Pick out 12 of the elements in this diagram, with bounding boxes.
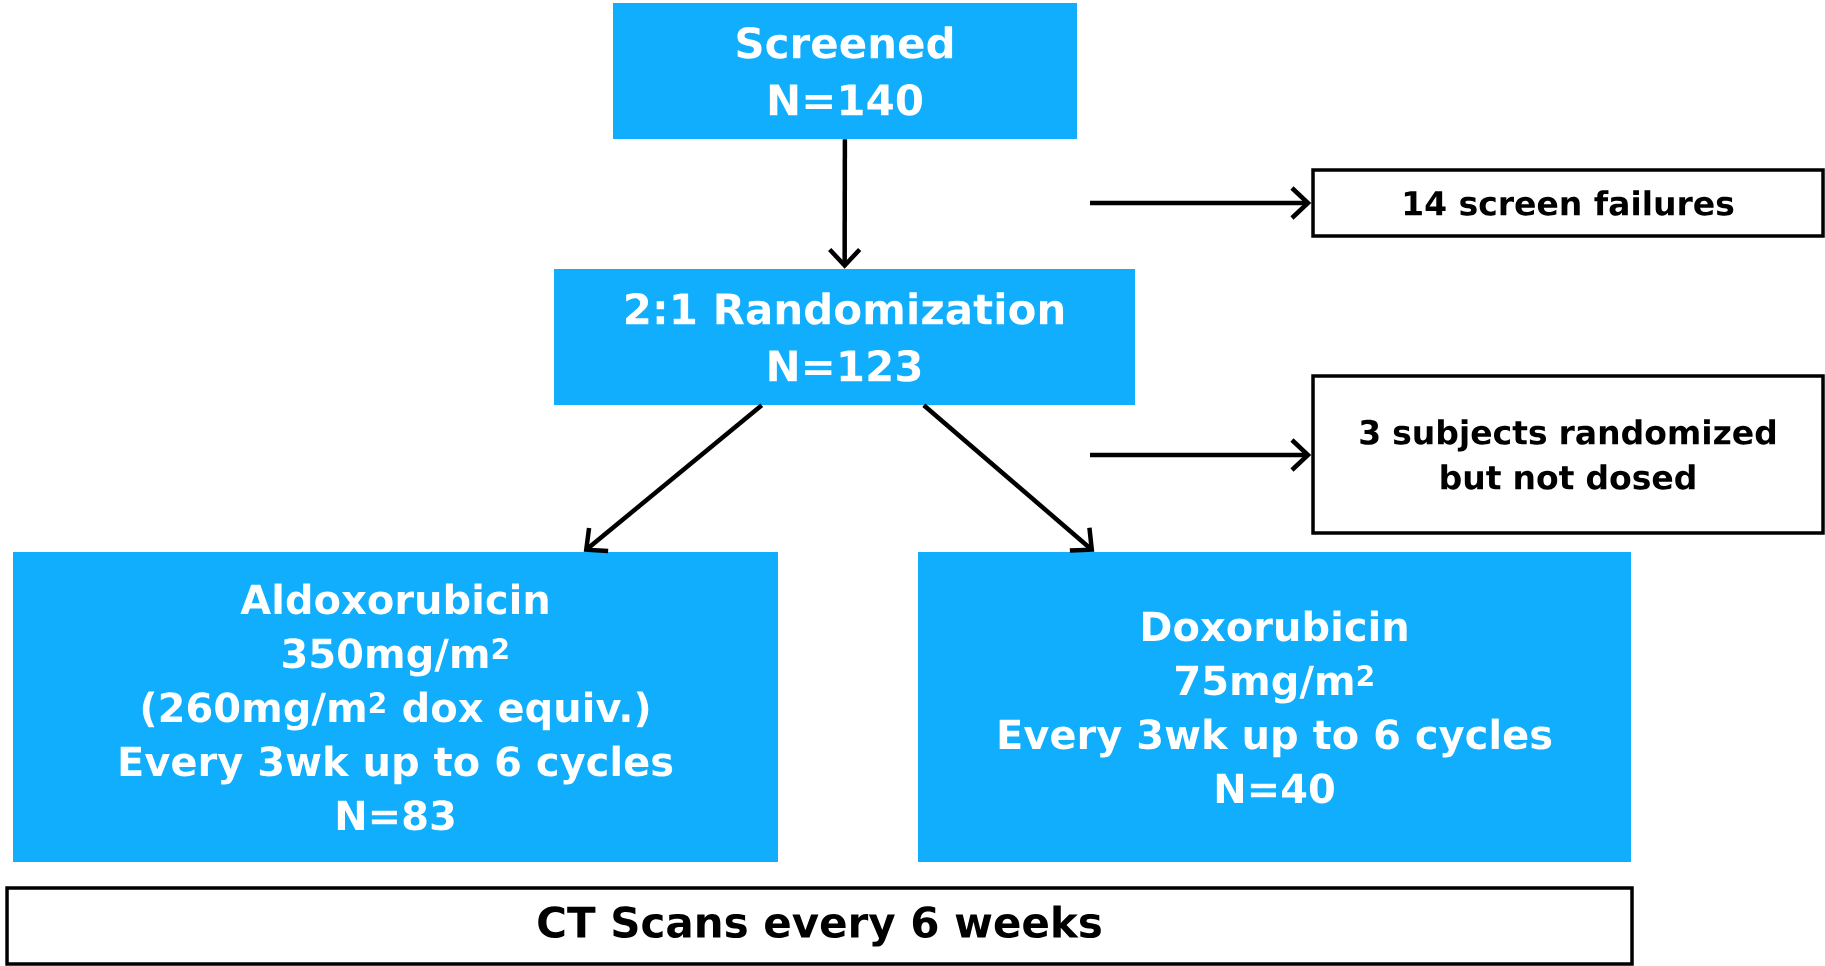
arrow <box>922 403 1095 553</box>
process-box: Doxorubicin 75mg/m$^{2}$ Every 3wk up to 6 cycles N=40 <box>918 552 1631 862</box>
note-box: CT Scans every 6 weeks <box>5 886 1634 966</box>
arrow <box>583 403 764 554</box>
arrow <box>1090 438 1312 472</box>
note-box: 14 screen failures <box>1311 168 1825 238</box>
arrow <box>828 139 862 269</box>
note-box: 3 subjects randomized but not dosed <box>1311 374 1825 535</box>
process-box: 2:1 Randomization N=123 <box>554 269 1135 405</box>
process-box: Screened N=140 <box>613 3 1077 139</box>
process-box: Aldoxorubicin 350mg/m$^{2}$ (260mg/m$^{2}$ dox equiv.) Every 3wk up to 6 cycles N=83 <box>13 552 778 862</box>
arrow <box>1090 186 1312 220</box>
